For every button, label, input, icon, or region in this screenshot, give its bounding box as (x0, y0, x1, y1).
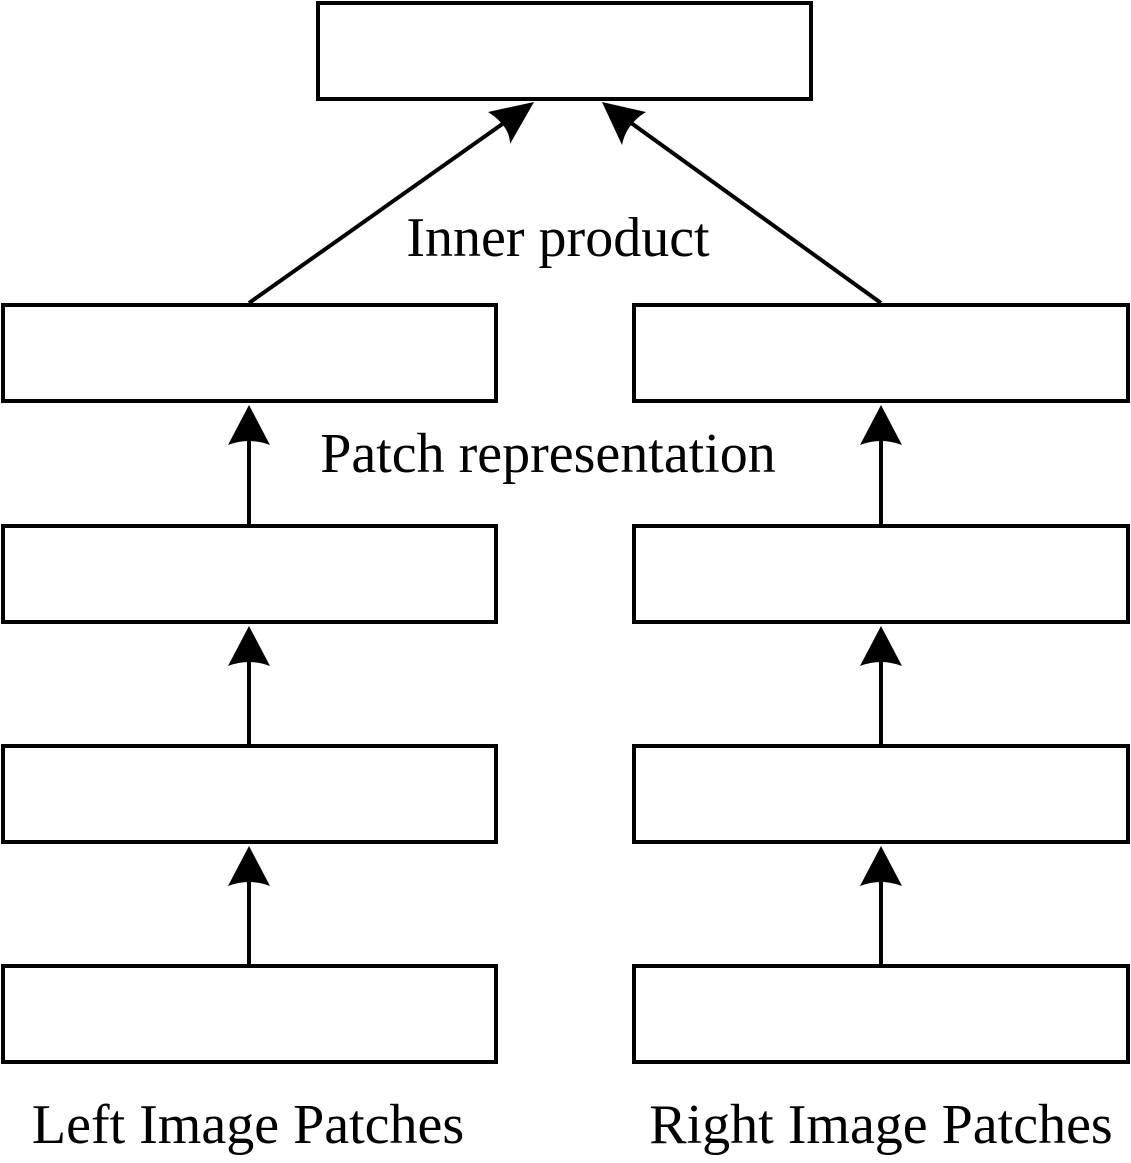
label-inner-product: Inner product (406, 207, 710, 269)
node-right-3 (632, 524, 1130, 624)
label-right-image-patches: Right Image Patches (649, 1094, 1112, 1156)
edge-left-3-to-left-4 (228, 405, 270, 524)
arrowhead-icon (602, 102, 646, 145)
arrowhead-icon (228, 846, 270, 886)
edge-right-4-to-output (602, 102, 883, 305)
edge-left-4-to-output (247, 102, 534, 305)
arrowhead-icon (860, 626, 902, 666)
edge-right-2-to-right-3 (860, 626, 902, 744)
node-left-1 (1, 964, 498, 1064)
arrowhead-icon (488, 102, 534, 144)
node-right-1 (632, 964, 1130, 1064)
arrowhead-icon (860, 846, 902, 886)
node-right-2 (632, 744, 1130, 844)
edge-right-1-to-right-2 (860, 846, 902, 964)
edge-left-1-to-left-2 (228, 846, 270, 964)
node-left-4 (1, 303, 498, 403)
arrowhead-icon (228, 626, 270, 666)
arrowhead-icon (228, 405, 270, 445)
edge-left-2-to-left-3 (228, 626, 270, 744)
node-output (316, 1, 813, 101)
edge-right-3-to-right-4 (860, 405, 902, 524)
arrowhead-icon (860, 405, 902, 445)
label-left-image-patches: Left Image Patches (32, 1094, 464, 1156)
node-left-3 (1, 524, 498, 624)
node-right-4 (632, 303, 1130, 403)
node-left-2 (1, 744, 498, 844)
label-patch-representation: Patch representation (320, 423, 776, 485)
